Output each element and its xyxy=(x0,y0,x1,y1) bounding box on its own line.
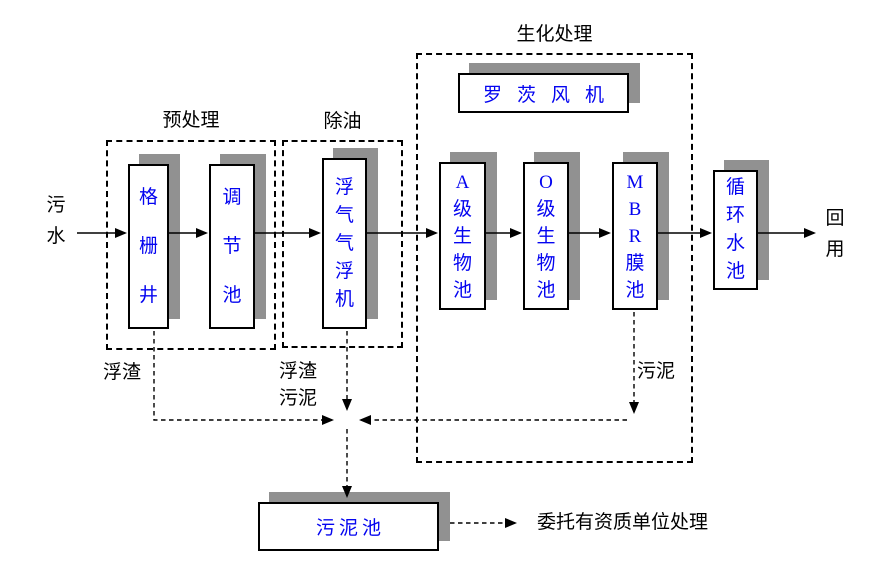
scum-label-left: 浮渣 xyxy=(103,362,142,383)
group-biochemical xyxy=(416,53,693,463)
group-title-pretreatment: 预处理 xyxy=(162,110,220,131)
influent-label: 污水 xyxy=(46,195,66,247)
node-air-flotation-label: 浮气气浮机 xyxy=(334,176,354,310)
node-mbr-tank-label: MBR膜池 xyxy=(625,171,645,301)
node-a-bio-tank: A级生物池 xyxy=(439,162,486,310)
node-o-bio-tank: O级生物池 xyxy=(523,162,569,310)
node-roots-blower: 罗茨风机 xyxy=(458,73,629,113)
group-title-oil-removal: 除油 xyxy=(323,111,362,132)
node-grid-well-label: 格栅井 xyxy=(138,187,158,306)
sludge-label-right: 污泥 xyxy=(637,361,676,382)
node-grid-well: 格栅井 xyxy=(128,164,169,329)
node-mbr-tank: MBR膜池 xyxy=(612,162,658,310)
node-sludge-tank-label: 污泥池 xyxy=(315,518,385,539)
disposal-label: 委托有资质单位处理 xyxy=(537,512,709,533)
effluent-label: 回用 xyxy=(825,208,845,260)
node-o-bio-tank-label: O级生物池 xyxy=(536,171,556,301)
group-title-biochemical: 生化处理 xyxy=(516,24,593,45)
node-circulating-tank: 循环水池 xyxy=(713,170,758,290)
node-a-bio-tank-label: A级生物池 xyxy=(452,171,472,301)
group-oil-removal xyxy=(282,140,403,348)
node-roots-blower-label: 罗茨风机 xyxy=(482,84,619,106)
node-regulating-tank-label: 调节池 xyxy=(222,187,242,306)
scum-sludge-label-mid: 浮渣污泥 xyxy=(279,361,318,409)
node-sludge-tank: 污泥池 xyxy=(258,502,439,551)
node-circulating-tank-label: 循环水池 xyxy=(725,177,745,282)
node-regulating-tank: 调节池 xyxy=(209,164,255,329)
node-air-flotation: 浮气气浮机 xyxy=(322,158,367,329)
